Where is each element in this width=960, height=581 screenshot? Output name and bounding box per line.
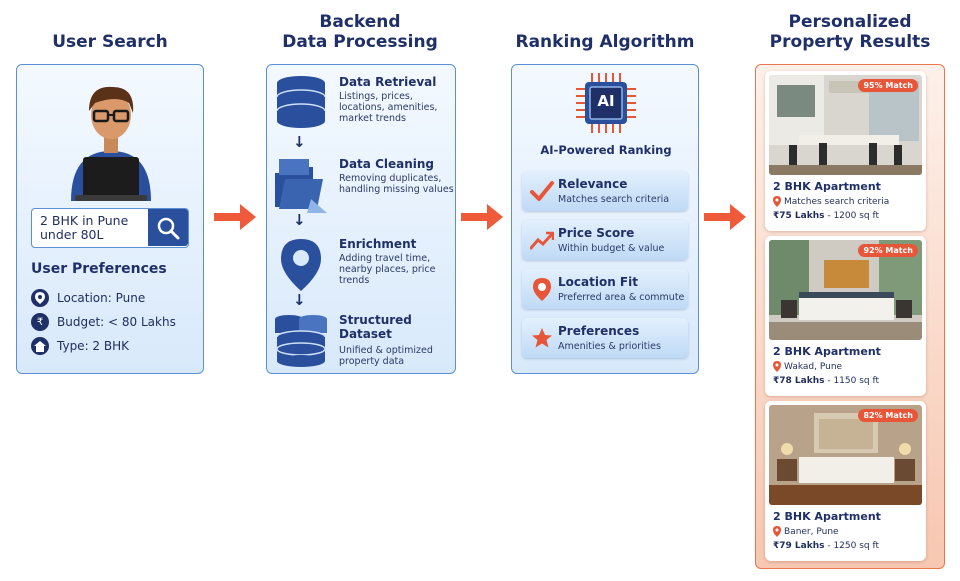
step-structured-dataset-title: Structured Dataset	[339, 313, 412, 341]
search-query: 2 BHK in Pune under 80L	[40, 213, 129, 242]
database-icon	[276, 76, 326, 128]
search-icon	[157, 217, 180, 239]
results-panel: 95% Match 2 BHK Apartment Matches search…	[755, 64, 945, 569]
property-location: Matches search criteria	[773, 196, 889, 207]
preference-location-text: Location: Pune	[57, 291, 146, 305]
folder-clean-icon	[275, 159, 327, 213]
step-structured-dataset-desc: Unified & optimized property data	[339, 345, 433, 367]
step-structured-dataset: Structured Dataset Unified & optimized p…	[273, 313, 455, 371]
preference-budget: ₹ Budget: < 80 Lakhs	[31, 313, 176, 331]
match-badge: 92% Match	[858, 244, 918, 257]
property-card[interactable]: 95% Match 2 BHK Apartment Matches search…	[765, 71, 926, 231]
ranking-panel: AI AI-Powered Ranking Relevance Matches …	[511, 64, 699, 374]
property-card[interactable]: 92% Match 2 BHK Apartment Wakad, Pune ₹7…	[765, 236, 926, 396]
user-at-laptop-icon	[71, 86, 151, 201]
ai-chip-label: AI	[597, 92, 615, 110]
down-arrow-icon: ↓	[293, 211, 306, 229]
star-icon	[532, 328, 552, 348]
factor-price-score-desc: Within budget & value	[558, 243, 665, 254]
ai-chip-icon	[576, 73, 636, 133]
title-user-search: User Search	[52, 32, 168, 52]
property-location: Baner, Pune	[773, 526, 839, 537]
property-area: - 1200 sq ft	[824, 211, 880, 221]
factor-location-fit-desc: Preferred area & commute	[558, 292, 685, 303]
factor-preferences-title: Preferences	[558, 324, 640, 338]
title-results-line1: Personalized	[788, 12, 912, 32]
location-pin-icon	[773, 361, 781, 372]
step-data-retrieval-desc: Listings, prices, locations, amenities, …	[339, 91, 438, 124]
step-data-cleaning: Data Cleaning Removing duplicates, handl…	[273, 157, 455, 215]
location-pin-icon	[533, 278, 551, 301]
property-price-value: ₹78 Lakhs	[773, 376, 825, 386]
title-backend: Backend Data Processing	[265, 12, 455, 52]
factor-location-fit-title: Location Fit	[558, 275, 638, 289]
match-badge: 82% Match	[858, 409, 918, 422]
title-backend-line2: Data Processing	[282, 32, 438, 52]
title-results: Personalized Property Results	[755, 12, 945, 52]
property-price: ₹78 Lakhs - 1150 sq ft	[773, 376, 879, 386]
property-price: ₹79 Lakhs - 1250 sq ft	[773, 541, 879, 551]
property-photo-bedroom: 92% Match	[769, 240, 922, 340]
property-price-value: ₹75 Lakhs	[773, 211, 825, 221]
search-button[interactable]	[148, 209, 188, 246]
factor-location-fit: Location Fit Preferred area & commute	[522, 269, 688, 309]
ranking-heading: AI-Powered Ranking	[540, 143, 672, 157]
property-location-text: Baner, Pune	[784, 526, 839, 537]
user-search-panel: 2 BHK in Pune under 80L User Preferences…	[16, 64, 204, 374]
preference-type: Type: 2 BHK	[31, 337, 129, 355]
step-data-cleaning-desc: Removing duplicates, handling missing va…	[339, 173, 454, 195]
map-pin-icon	[281, 239, 321, 291]
title-backend-line1: Backend	[319, 12, 401, 32]
property-location-text: Wakad, Pune	[784, 361, 843, 372]
search-input[interactable]: 2 BHK in Pune under 80L	[31, 208, 189, 248]
property-area: - 1150 sq ft	[824, 376, 880, 386]
step-data-cleaning-title: Data Cleaning	[339, 157, 435, 171]
property-photo-master-bedroom: 82% Match	[769, 405, 922, 505]
factor-relevance-desc: Matches search criteria	[558, 194, 670, 205]
flow-arrow-3	[704, 204, 746, 230]
step-enrichment-desc: Adding travel time, nearby places, price…	[339, 253, 436, 286]
property-price: ₹75 Lakhs - 1200 sq ft	[773, 211, 879, 221]
preferences-title: User Preferences	[31, 261, 167, 277]
preference-type-text: Type: 2 BHK	[57, 339, 129, 353]
title-results-line2: Property Results	[769, 32, 931, 52]
step-data-retrieval-title: Data Retrieval	[339, 75, 437, 89]
checkmark-icon	[530, 181, 554, 201]
factor-price-score-title: Price Score	[558, 226, 635, 240]
down-arrow-icon: ↓	[293, 133, 306, 151]
step-enrichment: Enrichment Adding travel time, nearby pl…	[273, 237, 455, 295]
location-pin-icon	[31, 289, 49, 307]
backend-panel: Data Retrieval Listings, prices, locatio…	[266, 64, 456, 374]
step-enrichment-title: Enrichment	[339, 237, 417, 251]
stacked-database-icon	[275, 315, 327, 367]
factor-preferences-desc: Amenities & priorities	[558, 341, 661, 352]
title-ranking: Ranking Algorithm	[515, 32, 695, 52]
flow-arrow-1	[214, 204, 256, 230]
property-area: - 1250 sq ft	[824, 541, 880, 551]
factor-relevance: Relevance Matches search criteria	[522, 171, 688, 211]
down-arrow-icon: ↓	[293, 291, 306, 309]
property-photo-dining: 95% Match	[769, 75, 922, 175]
home-icon	[31, 337, 49, 355]
preference-location: Location: Pune	[31, 289, 145, 307]
preference-budget-text: Budget: < 80 Lakhs	[57, 315, 176, 329]
factor-relevance-title: Relevance	[558, 177, 628, 191]
step-data-retrieval: Data Retrieval Listings, prices, locatio…	[273, 75, 455, 133]
trend-up-icon	[530, 231, 554, 250]
match-badge: 95% Match	[858, 79, 918, 92]
property-title: 2 BHK Apartment	[773, 510, 881, 523]
flow-arrow-2	[461, 204, 503, 230]
property-title: 2 BHK Apartment	[773, 345, 881, 358]
factor-preferences: Preferences Amenities & priorities	[522, 318, 688, 358]
location-pin-icon	[773, 526, 781, 537]
location-pin-icon	[773, 196, 781, 207]
property-card[interactable]: 82% Match 2 BHK Apartment Baner, Pune ₹7…	[765, 401, 926, 561]
property-location: Wakad, Pune	[773, 361, 842, 372]
property-location-text: Matches search criteria	[784, 196, 890, 207]
rupee-icon: ₹	[31, 313, 49, 331]
property-price-value: ₹79 Lakhs	[773, 541, 825, 551]
factor-price-score: Price Score Within budget & value	[522, 220, 688, 260]
property-title: 2 BHK Apartment	[773, 180, 881, 193]
